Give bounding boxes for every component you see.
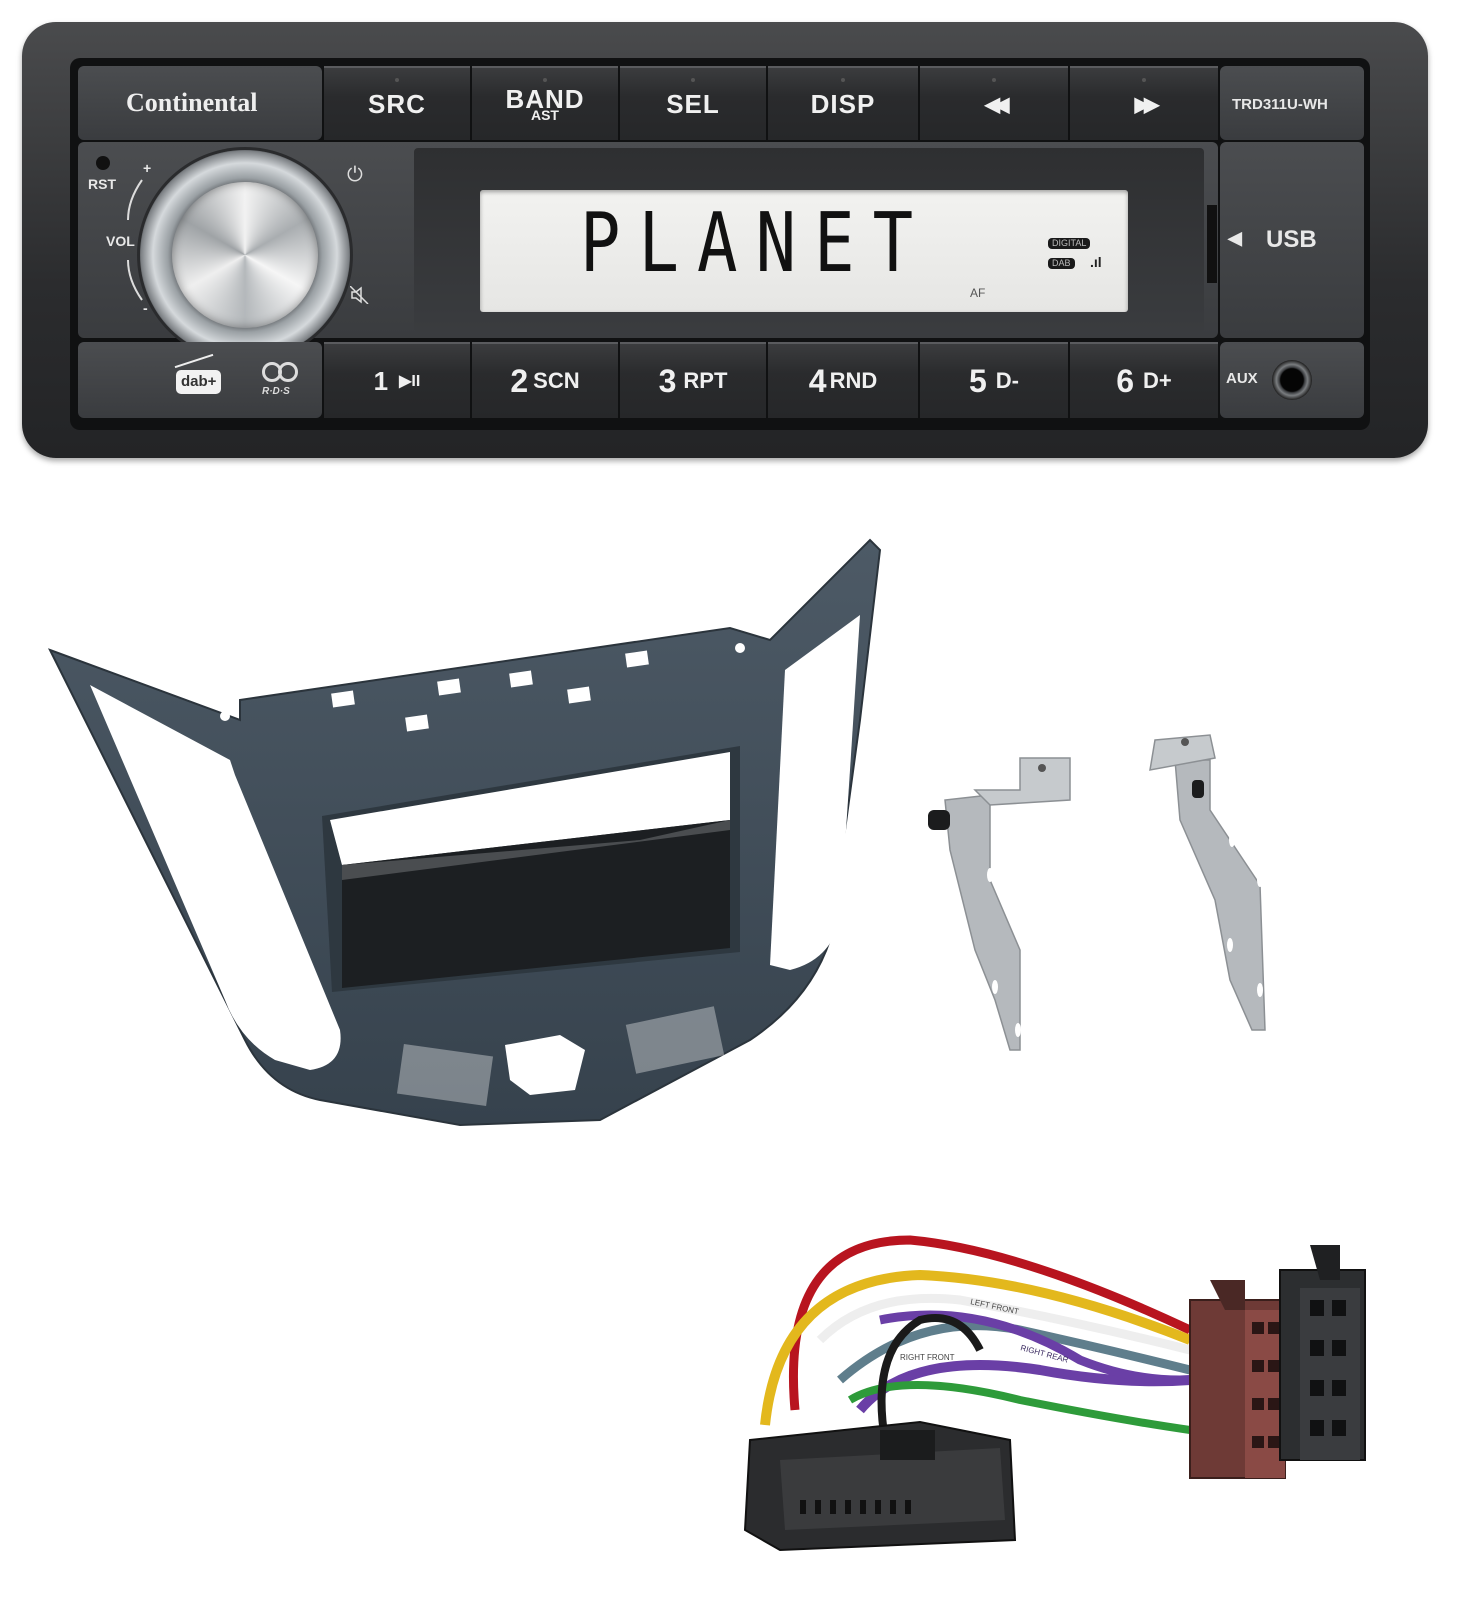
preset-number: 6	[1116, 362, 1136, 399]
src-button[interactable]: SRC	[324, 66, 470, 140]
mounting-brackets	[880, 700, 1280, 1070]
ast-label: AST	[530, 107, 559, 123]
indicator-dot	[1142, 78, 1146, 82]
right-bracket	[1149, 734, 1266, 1031]
dir-down-label: D-	[995, 368, 1019, 393]
aux-label: AUX	[1226, 370, 1258, 387]
brand-logo: Continental	[126, 88, 258, 117]
iso-black-connector	[1279, 1245, 1366, 1461]
signal-strength-icon: .ıl	[1090, 254, 1102, 270]
disp-label: DISP	[810, 88, 876, 119]
aux-jack[interactable]	[1272, 360, 1312, 400]
wire-print-left-front: LEFT FRONT	[970, 1297, 1020, 1316]
vol-label: VOL	[106, 233, 135, 249]
indicator-dot	[691, 78, 695, 82]
volume-knob[interactable]	[172, 182, 318, 328]
dir-up-label: D+	[1143, 368, 1172, 393]
preset-1-button[interactable]: 1 ▶II	[324, 342, 470, 418]
fast-forward-icon: ▶▶	[1134, 93, 1160, 116]
indicator-dot	[992, 78, 996, 82]
src-label: SRC	[368, 88, 426, 119]
preset-4-button[interactable]: 4 RND	[768, 342, 918, 418]
lcd-display	[480, 190, 1128, 312]
rds-icon	[262, 362, 300, 384]
usb-label: USB	[1266, 226, 1317, 253]
mute-icon	[350, 286, 369, 304]
indicator-dot	[543, 78, 547, 82]
preset-6-button[interactable]: 6 D+	[1070, 342, 1218, 418]
preset-number: 2	[510, 362, 530, 399]
preset-number: 5	[968, 362, 988, 399]
rewind-icon: ◀◀	[984, 93, 1010, 116]
indicator-dot	[841, 78, 845, 82]
fast-forward-button[interactable]: ▶▶	[1070, 66, 1218, 140]
preset-number: 1	[373, 365, 390, 396]
usb-cover[interactable]: ◀ USB	[1220, 142, 1364, 338]
band-label: BAND	[505, 84, 585, 114]
volume-arc-icon	[127, 179, 143, 301]
sel-button[interactable]: SEL	[620, 66, 766, 140]
dab-plus-logo: dab+	[176, 370, 222, 394]
aux-panel: AUX	[1220, 342, 1364, 418]
preset-3-button[interactable]: 3 RPT	[620, 342, 766, 418]
usb-slot-edge	[1207, 205, 1217, 283]
iso-brown-connector	[1189, 1280, 1286, 1479]
vol-minus-label: -	[143, 300, 148, 316]
preset-number: 3	[658, 362, 678, 399]
model-panel: TRD311U-WH	[1220, 66, 1364, 140]
radio-fascia-panel	[40, 520, 900, 1140]
model-number: TRD311U-WH	[1232, 96, 1328, 113]
digital-badge: DIGITAL	[1048, 238, 1091, 249]
logo-panel: dab+ R·D·S	[78, 342, 322, 418]
rds-label: R·D·S	[262, 386, 290, 397]
preset-2-button[interactable]: 2 SCN	[472, 342, 618, 418]
preset-5-button[interactable]: 5 D-	[920, 342, 1068, 418]
indicator-dot	[395, 78, 399, 82]
sel-label: SEL	[666, 88, 720, 119]
dab-badge: DAB	[1048, 258, 1075, 269]
play-pause-icon: ▶II	[399, 373, 421, 390]
random-label: RND	[829, 368, 878, 393]
dab-antenna-icon	[174, 353, 214, 369]
disp-button[interactable]: DISP	[768, 66, 918, 140]
vol-plus-label: +	[143, 160, 152, 176]
display-text: PLANET	[580, 196, 932, 291]
rewind-button[interactable]: ◀◀	[920, 66, 1068, 140]
rst-label: RST	[88, 176, 116, 192]
preset-number: 4	[808, 362, 828, 399]
power-icon: ⏻	[347, 164, 363, 186]
wire-print-right-front: RIGHT FRONT	[900, 1353, 955, 1362]
scan-label: SCN	[533, 368, 580, 393]
reset-pinhole[interactable]	[96, 156, 110, 170]
repeat-label: RPT	[683, 368, 728, 393]
left-bracket	[928, 757, 1071, 1051]
af-indicator: AF	[970, 286, 986, 300]
brand-panel: Continental	[78, 66, 322, 140]
usb-arrow-icon: ◀	[1228, 228, 1242, 248]
iso-wiring-harness: LEFT FRONT RIGHT FRONT RIGHT REAR	[720, 1200, 1380, 1570]
